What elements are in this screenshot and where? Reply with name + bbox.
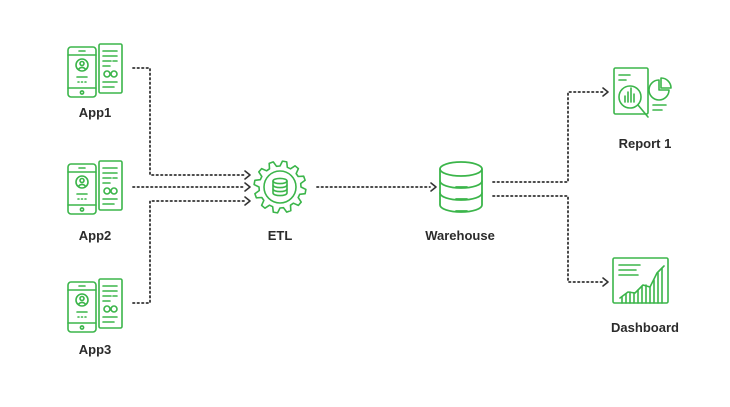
arrowhead-app3: [244, 196, 251, 206]
connector-warehouse-dashboard: [492, 195, 606, 283]
arrowhead-report: [602, 87, 609, 97]
arrowhead-app2: [244, 182, 251, 192]
warehouse-database-icon: [439, 161, 483, 213]
connector-warehouse-report: [492, 91, 606, 183]
dashboard-label: Dashboard: [611, 320, 679, 335]
etl-label: ETL: [267, 228, 293, 243]
connector-app1-etl: [132, 67, 245, 176]
app3-label: App3: [78, 342, 112, 357]
app2-label: App2: [78, 228, 112, 243]
connector-app3-etl: [132, 200, 245, 304]
report-magnifier-icon: [613, 67, 672, 118]
warehouse-label: Warehouse: [425, 228, 495, 243]
etl-gear-icon: [253, 160, 307, 214]
report1-label: Report 1: [618, 136, 672, 151]
app2-icon: [67, 160, 123, 215]
arrowhead-app1: [244, 170, 251, 180]
arrowhead-warehouse: [430, 182, 437, 192]
app3-icon: [67, 278, 123, 333]
app1-icon: [67, 43, 123, 98]
arrowhead-dashboard: [602, 277, 609, 287]
dashboard-chart-icon: [612, 257, 669, 304]
app1-label: App1: [78, 105, 112, 120]
